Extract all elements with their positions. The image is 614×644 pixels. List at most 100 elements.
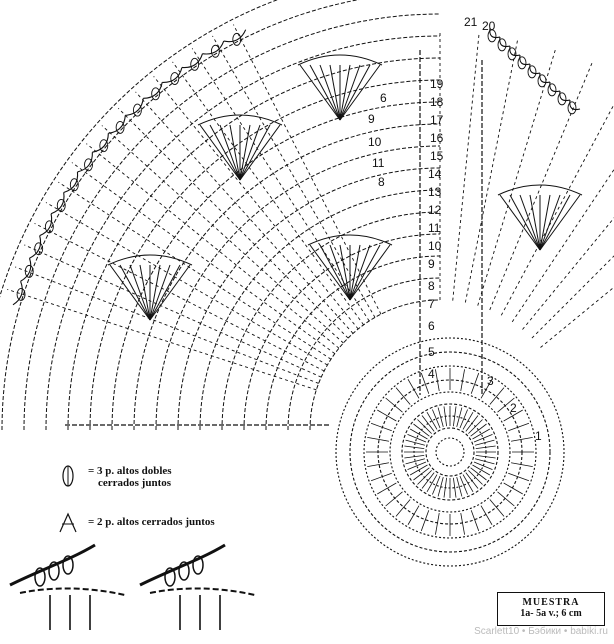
center-stitch <box>417 470 432 485</box>
fan-stitch <box>539 194 571 251</box>
center-stitch <box>470 467 487 481</box>
round-label: 21 <box>464 15 478 29</box>
fan-top <box>197 114 283 126</box>
fan-stitch <box>329 64 341 121</box>
fan-stitch <box>139 264 151 321</box>
stitch-spokes <box>7 24 614 536</box>
center-stitch <box>420 372 430 394</box>
center-stitch <box>468 419 483 434</box>
center-stitch <box>475 439 495 446</box>
center-stitch <box>435 512 440 535</box>
round-label: 11 <box>372 156 385 170</box>
stitch-spoke <box>452 31 480 301</box>
round-label: 3 <box>487 374 494 388</box>
fan-stitch <box>339 64 361 121</box>
center-stitch <box>420 510 430 532</box>
double-cluster-icon <box>59 512 77 533</box>
center-stitch <box>395 387 411 405</box>
scallop-loop <box>12 281 23 306</box>
fan-stitch <box>309 64 341 121</box>
fan-top <box>307 234 393 246</box>
scallop-loop <box>499 36 511 48</box>
center-stitch <box>480 505 493 525</box>
fan-stitch <box>149 264 171 321</box>
center-stitch <box>370 422 392 432</box>
scallop-loop <box>202 40 225 55</box>
stitch-spoke <box>500 103 614 316</box>
round-arc <box>0 0 279 298</box>
fan-motifs <box>107 54 583 321</box>
center-stitch <box>413 423 430 437</box>
center-stitch <box>468 470 483 485</box>
center-stitch <box>395 499 411 517</box>
scallop-cluster <box>115 120 125 134</box>
fan-stitch <box>199 124 241 181</box>
center-stitch <box>475 445 496 450</box>
center-stitch <box>503 409 523 422</box>
fan-top <box>497 184 583 196</box>
chain-row-icon <box>19 587 126 596</box>
scallop-loop <box>223 29 247 43</box>
stitch-spoke <box>153 76 359 330</box>
center-ring <box>335 337 565 567</box>
scallop-cluster <box>232 32 242 46</box>
center-stitch <box>460 369 465 392</box>
scallop-cluster <box>487 29 497 43</box>
fan-stitch <box>239 124 251 181</box>
round-arc <box>155 145 441 431</box>
fan-stitch <box>539 194 581 251</box>
scallop-cluster <box>34 242 44 256</box>
round-label: 7 <box>428 297 435 311</box>
center-ring <box>349 351 551 553</box>
center-stitch <box>508 472 530 482</box>
center-stitch <box>426 411 438 430</box>
round-arc <box>243 233 441 431</box>
center-stitch <box>489 499 505 517</box>
fan-stitch <box>209 124 241 181</box>
fan-stitch <box>319 244 351 301</box>
stitch-spoke <box>172 61 364 326</box>
center-stitch <box>443 477 448 498</box>
center-stitch <box>435 369 440 392</box>
center-stitch <box>432 475 441 495</box>
sample-title: MUESTRA <box>522 597 580 608</box>
round-label: 1 <box>535 429 542 443</box>
fan-stitch <box>339 64 351 121</box>
scallop-cluster <box>69 178 79 192</box>
stitch-spoke <box>212 35 376 318</box>
center-stitch <box>407 461 427 470</box>
center-stitch <box>452 406 457 427</box>
scallop-cluster <box>99 139 109 153</box>
center-stitch <box>472 428 491 440</box>
fan-stitch <box>519 194 541 251</box>
fan-stitch <box>529 194 541 251</box>
legend-symbol1-text: = 3 p. altos dobles cerrados juntos <box>88 465 172 489</box>
scallop-cluster <box>84 158 93 172</box>
stitch-spoke <box>7 288 317 391</box>
round-label: 5 <box>428 345 435 359</box>
round-label: 17 <box>430 113 444 127</box>
scallop-cluster <box>56 198 66 212</box>
yarn-loop-icon <box>34 567 46 587</box>
center-stitch <box>404 445 425 450</box>
fan-stitch <box>329 244 351 301</box>
center-stitch <box>437 407 444 427</box>
round-arc <box>45 35 441 431</box>
center-stitch <box>443 406 448 427</box>
fan-stitch <box>339 64 381 121</box>
scallop-loop <box>519 54 531 66</box>
center-stitch <box>459 409 468 429</box>
scallop-loop <box>181 53 203 69</box>
scallop-loop <box>569 99 581 111</box>
stitch-spoke <box>86 143 340 349</box>
scallop-loop <box>125 98 144 116</box>
scallop-cluster <box>497 38 507 52</box>
center-stitch <box>475 458 495 465</box>
fan-top <box>107 254 193 266</box>
fan-top <box>297 54 383 66</box>
round-label: 9 <box>428 257 435 271</box>
center-stitch <box>409 428 428 440</box>
